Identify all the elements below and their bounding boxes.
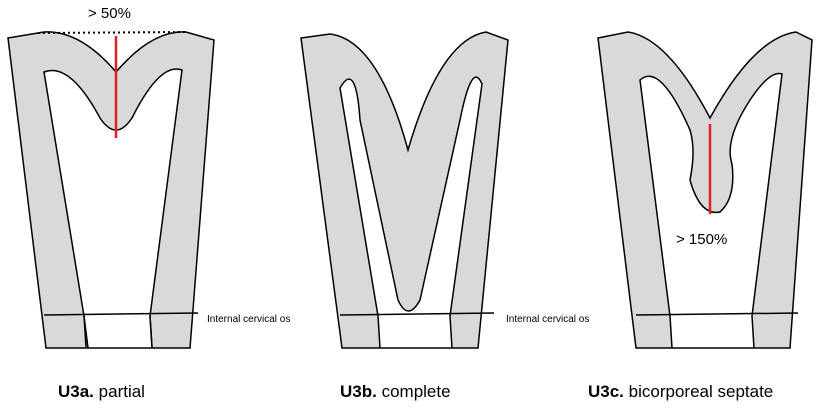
caption-u3c-code: U3c. — [588, 382, 624, 401]
caption-u3b-name: complete — [381, 382, 451, 401]
internal-os-line-u3b — [339, 312, 495, 316]
internal-os-line-u3c — [635, 312, 799, 316]
annotation-u3c: > 150% — [676, 231, 727, 248]
os-label-u3a: Internal cervical os — [207, 314, 290, 325]
caption-u3c: U3c. bicorporeal septate — [588, 382, 773, 402]
caption-u3c-name: bicorporeal septate — [628, 382, 774, 401]
caption-u3b: U3b. complete — [340, 382, 451, 402]
caption-u3a-code: U3a. — [58, 382, 94, 401]
caption-u3a-name: partial — [98, 382, 145, 401]
uterus-outline-u3c — [597, 31, 813, 349]
panel-u3c: > 150% — [597, 31, 813, 349]
panel-u3b: Internal cervical os — [300, 31, 589, 349]
panel-u3a: > 50% Internal cervical os — [7, 5, 290, 349]
annotation-u3a: > 50% — [88, 5, 131, 22]
internal-os-line-u3a — [43, 312, 199, 316]
caption-u3a: U3a. partial — [58, 382, 145, 402]
uterus-outline-u3a — [7, 31, 215, 349]
os-label-u3b: Internal cervical os — [506, 314, 589, 325]
uterus-outline-u3b — [300, 31, 509, 349]
septum-tip-u3a — [83, 315, 153, 348]
caption-u3b-code: U3b. — [340, 382, 377, 401]
